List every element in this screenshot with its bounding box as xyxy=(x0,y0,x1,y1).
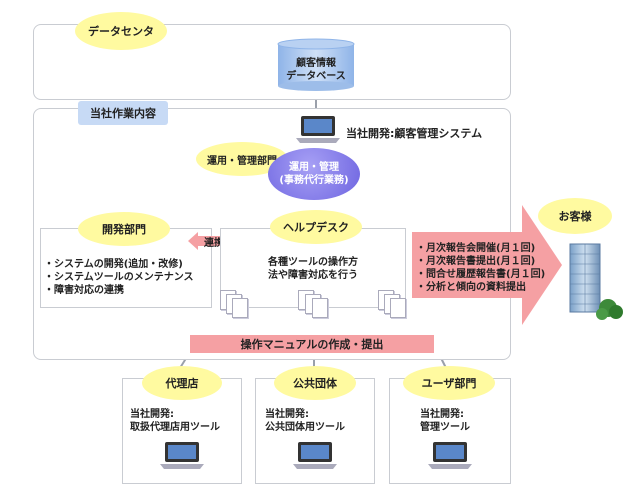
customer-items: 月次報告会開催(月１回) 月次報告書提出(月１回) 問合せ履歴報告書(月１回) … xyxy=(416,242,545,294)
link-label: 連携 xyxy=(204,238,224,249)
document-icon xyxy=(390,298,406,318)
data-center-title: データセンタ xyxy=(75,12,167,50)
system-label: 当社開発:顧客管理システム xyxy=(346,127,483,140)
helpdesk-desc-line1: 各種ツールの操作方 xyxy=(268,257,358,268)
dev-item: システムの開発(追加・改修) xyxy=(44,258,194,271)
dev-item: 障害対応の連携 xyxy=(44,284,194,297)
dev-items: システムの開発(追加・改修) システムツールのメンテナンス 障害対応の連携 xyxy=(44,258,194,297)
ops-circle-line2: (事務代行業務) xyxy=(279,175,349,186)
public-body-desc-line1: 当社開発: xyxy=(265,409,309,420)
helpdesk-desc-line2: 法や障害対応を行う xyxy=(268,270,358,281)
public-body-title: 公共団体 xyxy=(274,366,356,400)
database-label-line2: データベース xyxy=(286,71,346,82)
customer-item: 分析と傾向の資料提出 xyxy=(416,281,545,294)
laptop-icon xyxy=(428,440,472,470)
dev-item: システムツールのメンテナンス xyxy=(44,271,194,284)
database-label: 顧客情報 データベース xyxy=(276,57,356,83)
helpdesk-desc: 各種ツールの操作方 法や障害対応を行う xyxy=(248,256,378,282)
agency-desc-line1: 当社開発: xyxy=(130,409,174,420)
public-body-desc-line2: 公共団体用ツール xyxy=(265,422,345,433)
manual-bar: 操作マニュアルの作成・提出 xyxy=(190,335,434,353)
database-label-line1: 顧客情報 xyxy=(296,58,336,69)
customer-item: 問合せ履歴報告書(月１回) xyxy=(416,268,545,281)
agency-desc-line2: 取扱代理店用ツール xyxy=(130,422,220,433)
user-dept-desc-line1: 当社開発: xyxy=(420,409,464,420)
customer-title: お客様 xyxy=(538,198,612,234)
company-title: 当社作業内容 xyxy=(78,101,168,125)
document-icon xyxy=(232,298,248,318)
user-dept-desc: 当社開発: 管理ツール xyxy=(420,408,470,434)
laptop-icon xyxy=(296,114,340,144)
public-body-desc: 当社開発: 公共団体用ツール xyxy=(265,408,345,434)
document-icon xyxy=(312,298,328,318)
user-dept-desc-line2: 管理ツール xyxy=(420,422,470,433)
database-icon xyxy=(276,38,356,92)
dev-title: 開発部門 xyxy=(78,212,170,246)
customer-item: 月次報告会開催(月１回) xyxy=(416,242,545,255)
laptop-icon xyxy=(293,440,337,470)
agency-title: 代理店 xyxy=(142,366,222,400)
customer-item: 月次報告書提出(月１回) xyxy=(416,255,545,268)
laptop-icon xyxy=(160,440,204,470)
building-icon xyxy=(560,240,624,320)
agency-desc: 当社開発: 取扱代理店用ツール xyxy=(130,408,220,434)
user-dept-title: ユーザ部門 xyxy=(403,366,495,400)
helpdesk-title: ヘルプデスク xyxy=(270,210,362,244)
ops-circle-line1: 運用・管理 xyxy=(289,162,339,173)
ops-circle: 運用・管理 (事務代行業務) xyxy=(268,148,360,200)
